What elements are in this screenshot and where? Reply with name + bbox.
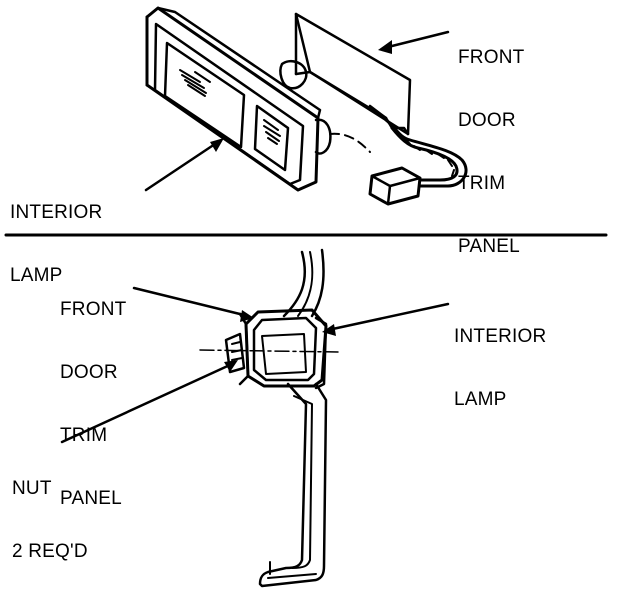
label-line: INTERIOR [454,326,547,347]
bottom-interior-lamp-arrowhead [322,324,336,336]
bottom-centerline [199,349,339,353]
label-line: 2 REQ'D [12,541,88,562]
bottom-nut-leader [60,362,234,444]
label-line: LAMP [10,265,63,286]
label-line: LAMP [454,389,507,410]
bottom-nut-arrowhead [224,360,238,372]
bottom-trim-panel-arrowhead [240,310,254,322]
top-interior-lamp-housing [145,6,332,192]
top-trim-panel-leader [382,30,450,50]
top-interior-lamp-arrowhead [210,138,224,152]
bottom-door-panel-section [258,248,328,588]
label-line: DOOR [458,110,516,131]
top-wire-harness [329,118,468,206]
top-front-door-trim-panel-label: FRONT DOOR TRIM PANEL [458,5,524,278]
label-line: TRIM [458,173,506,194]
bottom-front-door-trim-panel-label: FRONT DOOR TRIM PANEL [60,257,126,530]
bottom-interior-lamp-leader [326,302,450,332]
top-lens-hatch [179,69,281,145]
bottom-trim-panel-leader [132,286,250,318]
top-interior-lamp-leader [144,140,220,192]
bottom-interior-lamp-section [238,308,328,390]
bottom-interior-lamp-label: INTERIOR LAMP [454,284,546,431]
label-line: DOOR [60,362,118,383]
top-front-door-trim-panel [279,12,412,136]
label-line: INTERIOR [10,202,103,223]
label-line: PANEL [60,488,122,509]
bottom-nut-label: NUT 2 REQ'D [12,436,88,583]
label-line: FRONT [458,47,525,68]
top-interior-lamp-label: INTERIOR LAMP [10,160,102,307]
label-line: NUT [12,478,52,499]
label-line: PANEL [458,236,520,257]
label-line: TRIM [60,425,108,446]
top-trim-panel-arrowhead [378,40,392,54]
label-line: FRONT [60,299,127,320]
